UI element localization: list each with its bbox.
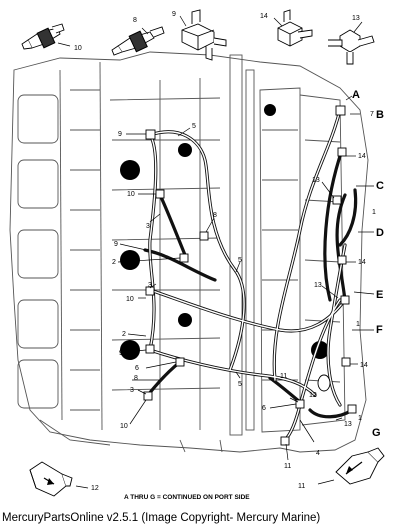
label-13-c: 13 — [344, 421, 352, 428]
fitting-14-icon — [277, 9, 313, 47]
connection-letters: A B C D E F G — [345, 89, 384, 439]
label-5-a: 5 — [192, 123, 196, 130]
fitting-12-icon — [29, 461, 73, 497]
label-5-c: 5 — [238, 381, 242, 388]
connection-d: D — [376, 227, 384, 239]
label-14-b: 14 — [358, 259, 366, 266]
label-1-b: 1 — [356, 321, 360, 328]
connection-a: A — [352, 89, 360, 101]
label-10-c: 10 — [120, 423, 128, 430]
copyright-footer: MercuryPartsOnline v2.5.1 (Image Copyrig… — [2, 512, 321, 524]
fitting-10-icon — [21, 23, 65, 50]
label-3-c: 3 — [130, 387, 134, 394]
part-labels: 10 8 9 14 13 9 5 10 3 8 9 2 3 10 2 9 6 8… — [74, 11, 376, 492]
connection-f: F — [376, 324, 383, 336]
label-13-b: 13 — [314, 282, 322, 289]
leader-lines — [57, 15, 363, 489]
label-3-a: 3 — [146, 223, 150, 230]
fitting-9-icon — [181, 9, 227, 61]
label-9-top: 9 — [172, 11, 176, 18]
label-9-b: 9 — [114, 241, 118, 248]
connection-g: G — [372, 427, 381, 439]
label-10-b: 10 — [126, 296, 134, 303]
label-11-b: 11 — [284, 463, 291, 470]
engine-block-outline — [9, 51, 369, 453]
label-14-c: 14 — [360, 362, 368, 369]
label-10-top: 10 — [74, 45, 82, 52]
port-side-note: A THRU G = CONTINUED ON PORT SIDE — [124, 494, 250, 501]
connection-b: B — [376, 109, 384, 121]
label-13-a: 13 — [312, 177, 320, 184]
label-6-a: 6 — [135, 365, 139, 372]
label-8-b: 8 — [134, 375, 138, 382]
label-13-top: 13 — [352, 15, 360, 22]
label-10-a: 10 — [127, 191, 135, 198]
label-2-b: 2 — [122, 331, 126, 338]
label-4: 4 — [316, 450, 320, 457]
label-3-b: 3 — [148, 282, 152, 289]
label-12-b: 12 — [91, 485, 99, 492]
label-1-a: 1 — [372, 209, 376, 216]
label-12-a: 12 — [309, 392, 317, 399]
fitting-13-icon — [328, 29, 375, 65]
label-7: 7 — [370, 111, 374, 118]
label-14-top: 14 — [260, 13, 268, 20]
fitting-8-icon — [111, 26, 165, 56]
label-8-top: 8 — [133, 17, 137, 24]
label-5-b: 5 — [238, 257, 242, 264]
label-2-a: 2 — [112, 259, 116, 266]
label-11-c: 11 — [298, 483, 305, 490]
connection-c: C — [376, 180, 384, 192]
label-6-b: 6 — [262, 405, 266, 412]
connection-e: E — [376, 289, 383, 301]
label-9-a: 9 — [118, 131, 122, 138]
label-1-c: 1 — [358, 415, 362, 422]
fitting-11-icon — [335, 447, 385, 485]
label-9-c: 9 — [119, 350, 123, 357]
hose-fittings — [143, 105, 357, 446]
label-8-a: 8 — [213, 212, 217, 219]
label-11-a: 11 — [280, 373, 287, 380]
label-14-a: 14 — [358, 153, 366, 160]
